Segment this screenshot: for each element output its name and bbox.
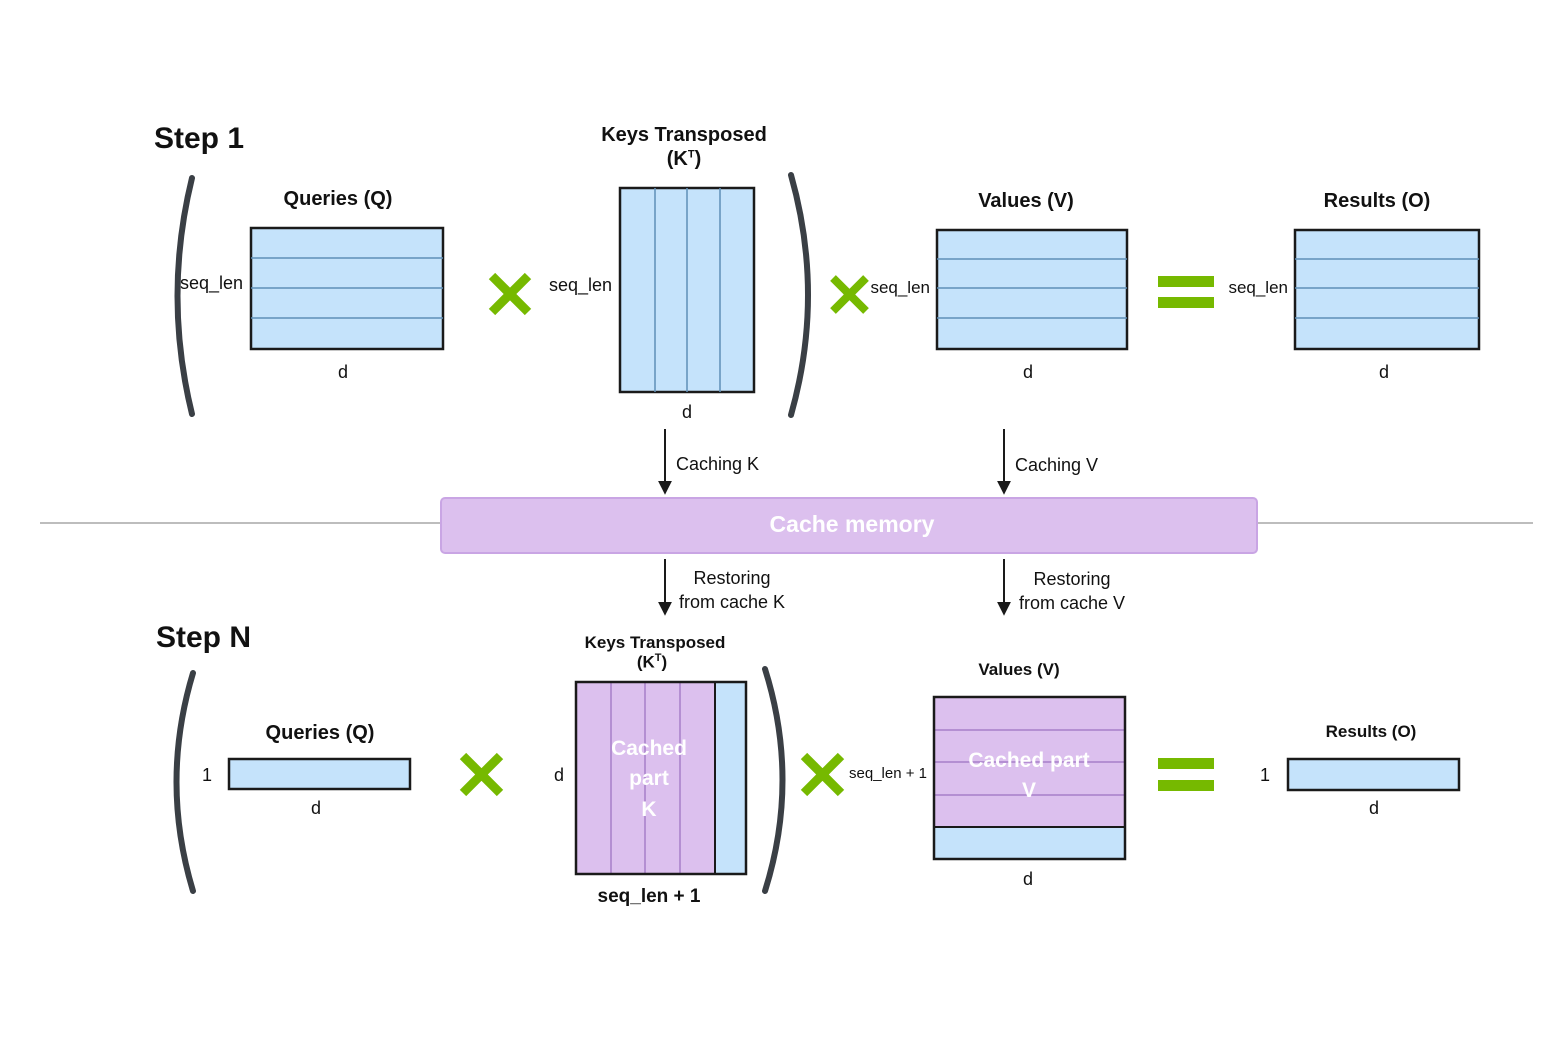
step1-values-rows-label: seq_len xyxy=(870,278,930,297)
step1-equals-operator xyxy=(1158,276,1214,308)
step1-keys-matrix xyxy=(618,186,756,394)
stepN-left-bracket xyxy=(173,670,196,894)
stepN-values-cached-part-label: Cached part V xyxy=(968,746,1089,807)
step1-heading: Step 1 xyxy=(154,122,245,155)
stepN-keys-matrix xyxy=(574,680,748,876)
restore-v-label: Restoring from cache V xyxy=(1019,567,1125,616)
stepN-keys-cached-line-1: Cached xyxy=(611,737,687,760)
stepN-results-title: Results (O) xyxy=(1325,722,1417,741)
stepN-keys-cached-line-2: part xyxy=(629,767,669,791)
step1-values-matrix xyxy=(935,228,1129,351)
step1-results-title: Results (O) xyxy=(1323,190,1431,212)
caching-k-label: Caching K xyxy=(676,454,760,474)
step1-keys-subtitle: (KT) xyxy=(667,147,702,171)
step1-keys-subtitle-end: ) xyxy=(694,148,702,170)
step1-multiply-operator-2 xyxy=(830,275,869,314)
stepN-values-cached-line-1: Cached part xyxy=(968,749,1090,772)
cache-memory-label: Cache memory xyxy=(769,511,935,537)
cache-memory-bar xyxy=(440,497,1258,554)
stepN-values-rows-label: seq_len + 1 xyxy=(849,765,927,782)
caching-v-label: Caching V xyxy=(1015,455,1099,475)
restore-k-label: Restoring from cache K xyxy=(679,566,785,615)
step1-left-bracket xyxy=(174,175,195,417)
restore-v-line-2: from cache V xyxy=(1019,593,1126,614)
stepN-keys-subtitle-sup: T xyxy=(654,652,662,664)
step1-queries-matrix xyxy=(249,226,445,351)
restore-v-line-1: Restoring xyxy=(1033,569,1111,589)
stepN-right-bracket xyxy=(762,666,786,894)
stepN-queries-rows-label: 1 xyxy=(201,765,212,785)
stepN-values-cached-line-2: V xyxy=(1021,779,1036,803)
step1-values-cols-label: d xyxy=(1022,362,1034,382)
stepN-results-matrix xyxy=(1286,757,1461,792)
stepN-equals-operator xyxy=(1158,758,1214,791)
stepN-keys-subtitle-base: (K xyxy=(636,652,655,672)
step1-queries-title: Queries (Q) xyxy=(283,188,393,210)
step1-keys-title: Keys Transposed xyxy=(601,124,767,146)
step1-results-matrix xyxy=(1293,228,1481,351)
stepN-multiply-operator-1 xyxy=(459,752,504,797)
step1-queries-cols-label: d xyxy=(337,362,349,382)
stepN-results-cols-label: d xyxy=(1368,798,1380,818)
stepN-values-cols-label: d xyxy=(1022,869,1034,889)
stepN-keys-subtitle: (KT) xyxy=(637,652,667,673)
stepN-results-rows-label: 1 xyxy=(1259,765,1270,785)
step1-keys-rows-label: seq_len xyxy=(548,275,612,295)
stepN-values-title: Values (V) xyxy=(978,660,1060,679)
stepN-queries-title: Queries (Q) xyxy=(265,722,375,744)
restore-k-line-2: from cache K xyxy=(679,592,786,613)
step1-results-cols-label: d xyxy=(1378,362,1390,382)
step1-keys-subtitle-sup: T xyxy=(687,148,695,161)
stepN-queries-cols-label: d xyxy=(310,798,322,818)
stepN-keys-cached-line-3: K xyxy=(641,797,657,821)
stepN-values-matrix xyxy=(932,695,1127,861)
restore-k-line-1: Restoring xyxy=(693,568,771,588)
step1-keys-subtitle-base: (K xyxy=(666,148,688,170)
step1-right-bracket xyxy=(788,172,811,418)
stepN-keys-cached-part-label: Cached part K xyxy=(611,734,687,825)
step1-values-title: Values (V) xyxy=(978,190,1074,212)
stepN-heading: Step N xyxy=(156,621,252,654)
stepN-keys-rows-label: d xyxy=(553,765,564,785)
step1-keys-cols-label: d xyxy=(681,402,693,422)
stepN-multiply-operator-2 xyxy=(800,752,845,797)
step1-multiply-operator-1 xyxy=(488,272,532,316)
stepN-keys-subtitle-end: ) xyxy=(661,652,668,672)
stepN-keys-title: Keys Transposed xyxy=(584,633,726,652)
stepN-queries-matrix xyxy=(227,757,412,791)
step1-queries-rows-label: seq_len xyxy=(179,273,243,293)
stepN-keys-cols-label: seq_len + 1 xyxy=(597,886,701,907)
step1-results-rows-label: seq_len xyxy=(1228,278,1288,297)
